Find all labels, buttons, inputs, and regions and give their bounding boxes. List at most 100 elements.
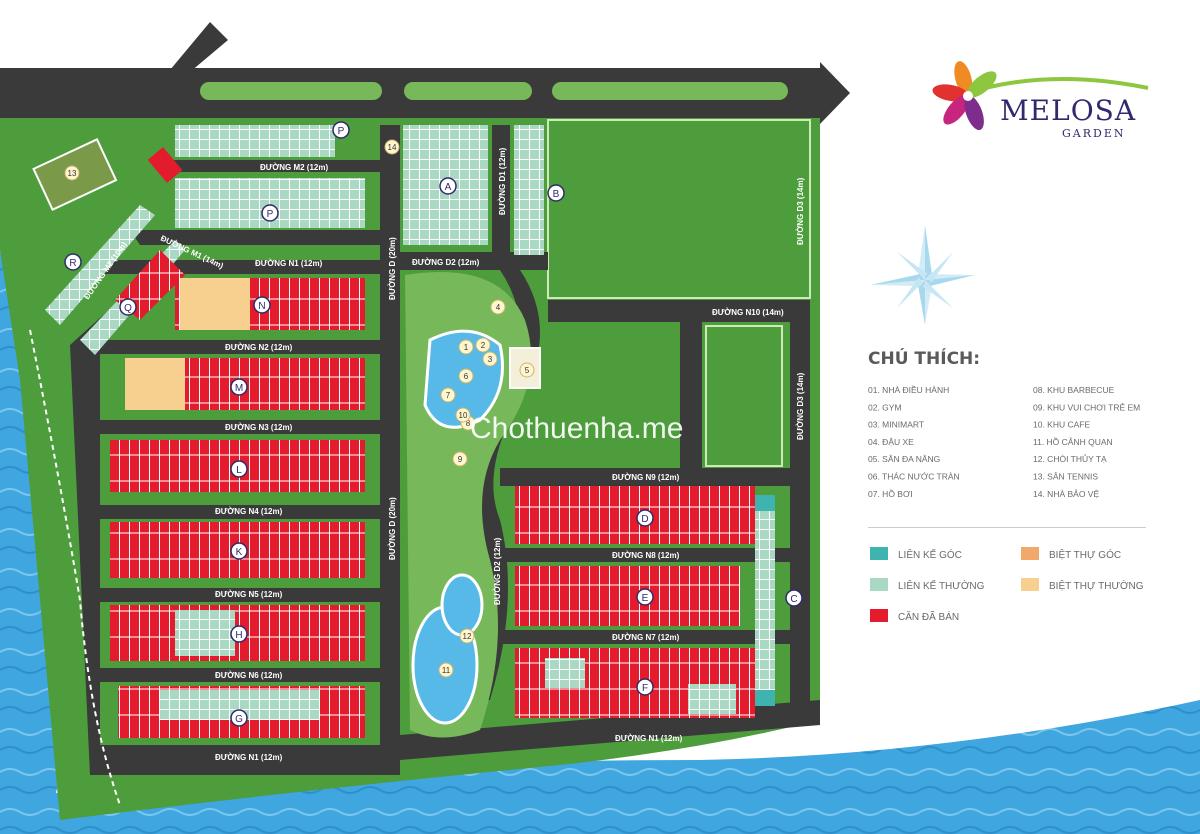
amenity-marker-number: 13 [68, 169, 77, 178]
amenity-marker-5[interactable]: 5 [519, 362, 535, 378]
legend-amenity-item: 06. THÁC NƯỚC TRÀN [868, 472, 960, 482]
road-label-d2-top: ĐƯỜNG D2 (12m) [412, 258, 480, 267]
legend-amenity-item: 07. HỒ BƠI [868, 488, 913, 499]
block-marker-l[interactable]: L [230, 460, 248, 478]
road-d-right [380, 125, 400, 765]
amenity-marker-number: 3 [488, 355, 493, 364]
block-marker-label: N [258, 301, 265, 312]
legend-type-list: LIÊN KẾ GÓC BIỆT THỰ GÓC LIÊN KẾ THƯỜNG BIỆ… [870, 547, 1144, 623]
road-label-d-right: ĐƯỜNG D (20m) [388, 497, 397, 560]
road-label-n1-top: ĐƯỜNG N1 (12m) [255, 259, 323, 268]
block-marker-q[interactable]: Q [119, 298, 137, 316]
amenity-marker-number: 10 [459, 411, 468, 420]
legend-swatch [870, 547, 888, 560]
block-marker-label: D [641, 514, 648, 525]
block-marker-e[interactable]: E [636, 588, 654, 606]
legend-amenity-item: 02. GYM [868, 402, 902, 412]
amenity-marker-6[interactable]: 6 [458, 368, 474, 384]
block-marker-r[interactable]: R [64, 253, 82, 271]
legend-type-label: LIÊN KẾ THƯỜNG [898, 579, 985, 592]
melosa-logo: MELOSA GARDEN [932, 61, 1149, 140]
legend-swatch [1021, 547, 1039, 560]
amenity-marker-7[interactable]: 7 [440, 387, 456, 403]
amenity-marker-11[interactable]: 11 [438, 662, 454, 678]
road-label-n2: ĐƯỜNG N2 (12m) [225, 343, 293, 352]
legend-type-item: LIÊN KẾ GÓC [870, 547, 962, 561]
amenity-marker-number: 8 [466, 419, 471, 428]
amenity-marker-number: 1 [464, 343, 469, 352]
block-marker-c[interactable]: C [785, 589, 803, 607]
road-label-d1: ĐƯỜNG D1 (12m) [498, 147, 507, 215]
block-markers: A B C D E F G H K L M N P P Q R [64, 121, 803, 727]
legend-amenity-item: 13. SÂN TENNIS [1033, 472, 1098, 482]
amenity-marker-number: 11 [442, 666, 451, 675]
block-marker-label: C [790, 594, 797, 605]
river-water-bottom [0, 700, 1200, 834]
legend-swatch [870, 609, 888, 622]
legend-swatch [1021, 578, 1039, 591]
flower-icon [932, 61, 997, 131]
legend-amenity-item: 11. HỒ CẢNH QUAN [1033, 436, 1113, 447]
road-label-n8: ĐƯỜNG N8 (12m) [612, 551, 680, 560]
road-label-n10: ĐƯỜNG N10 (14m) [712, 308, 784, 317]
road-label-n1-right: ĐƯỜNG N1 (12m) [615, 734, 683, 743]
block-marker-b[interactable]: B [547, 184, 565, 202]
block-marker-g[interactable]: G [230, 709, 248, 727]
block-marker-p1[interactable]: P [332, 121, 350, 139]
block-marker-a[interactable]: A [439, 177, 457, 195]
legend-type-item: CĂN ĐÃ BÁN [870, 609, 959, 623]
road-label-m2: ĐƯỜNG M2 (12m) [260, 163, 328, 172]
block-marker-f[interactable]: F [636, 678, 654, 696]
amenity-marker-10[interactable]: 10 [455, 407, 471, 423]
road-label-n7: ĐƯỜNG N7 (12m) [612, 633, 680, 642]
block-marker-m[interactable]: M [230, 378, 248, 396]
block-marker-label: A [445, 182, 452, 193]
legend-type-label: BIỆT THỰ GÓC [1049, 548, 1121, 561]
road-label-n5: ĐƯỜNG N5 (12m) [215, 590, 283, 599]
legend-type-label: CĂN ĐÃ BÁN [898, 610, 959, 623]
block-marker-d[interactable]: D [636, 509, 654, 527]
amenity-marker-1[interactable]: 1 [458, 339, 474, 355]
amenity-marker-number: 7 [446, 391, 451, 400]
legend-amenity-item: 01. NHÀ ĐIỀU HÀNH [868, 385, 949, 395]
watermark: Chothuenha.me [470, 412, 684, 445]
legend-amenity-item: 10. KHU CAFE [1033, 420, 1090, 430]
brand-name: MELOSA [1000, 94, 1136, 127]
amenity-marker-12[interactable]: 12 [459, 628, 475, 644]
block-marker-label: P [267, 209, 274, 220]
block-marker-label: R [69, 258, 76, 269]
block-marker-h[interactable]: H [230, 625, 248, 643]
amenity-marker-9[interactable]: 9 [452, 451, 468, 467]
road-d1 [492, 125, 510, 265]
block-marker-n[interactable]: N [253, 296, 271, 314]
legend-amenity-item: 12. CHÒI THỦY TẠ [1033, 453, 1107, 464]
road-label-n9: ĐƯỜNG N9 (12m) [612, 473, 680, 482]
block-marker-label: Q [124, 303, 132, 314]
road-label-n1-bottom: ĐƯỜNG N1 (12m) [215, 753, 283, 762]
entrance-arrow-top [170, 22, 228, 72]
block-marker-k[interactable]: K [230, 542, 248, 560]
amenity-marker-number: 5 [525, 366, 530, 375]
amenity-marker-number: 4 [496, 303, 501, 312]
block-marker-label: E [642, 593, 649, 604]
road-label-n4: ĐƯỜNG N4 (12m) [215, 507, 283, 516]
amenity-marker-3[interactable]: 3 [482, 351, 498, 367]
amenity-marker-14[interactable]: 14 [384, 139, 400, 155]
amenity-marker-number: 2 [481, 341, 486, 350]
amenity-marker-4[interactable]: 4 [490, 299, 506, 315]
road-d2-top [400, 252, 548, 270]
block-marker-p2[interactable]: P [261, 204, 279, 222]
amenity-marker-13[interactable]: 13 [64, 165, 80, 181]
legend-type-item: BIỆT THỰ GÓC [1021, 547, 1121, 561]
legend-type-label: BIỆT THỰ THƯỜNG [1049, 579, 1144, 592]
legend-amenity-item: 14. NHÀ BẢO VỆ [1033, 488, 1099, 499]
road-label-d-left: ĐƯỜNG D (20m) [388, 237, 397, 300]
amenity-marker-2[interactable]: 2 [475, 337, 491, 353]
road-label-n6: ĐƯỜNG N6 (12m) [215, 671, 283, 680]
block-marker-label: L [236, 465, 242, 476]
